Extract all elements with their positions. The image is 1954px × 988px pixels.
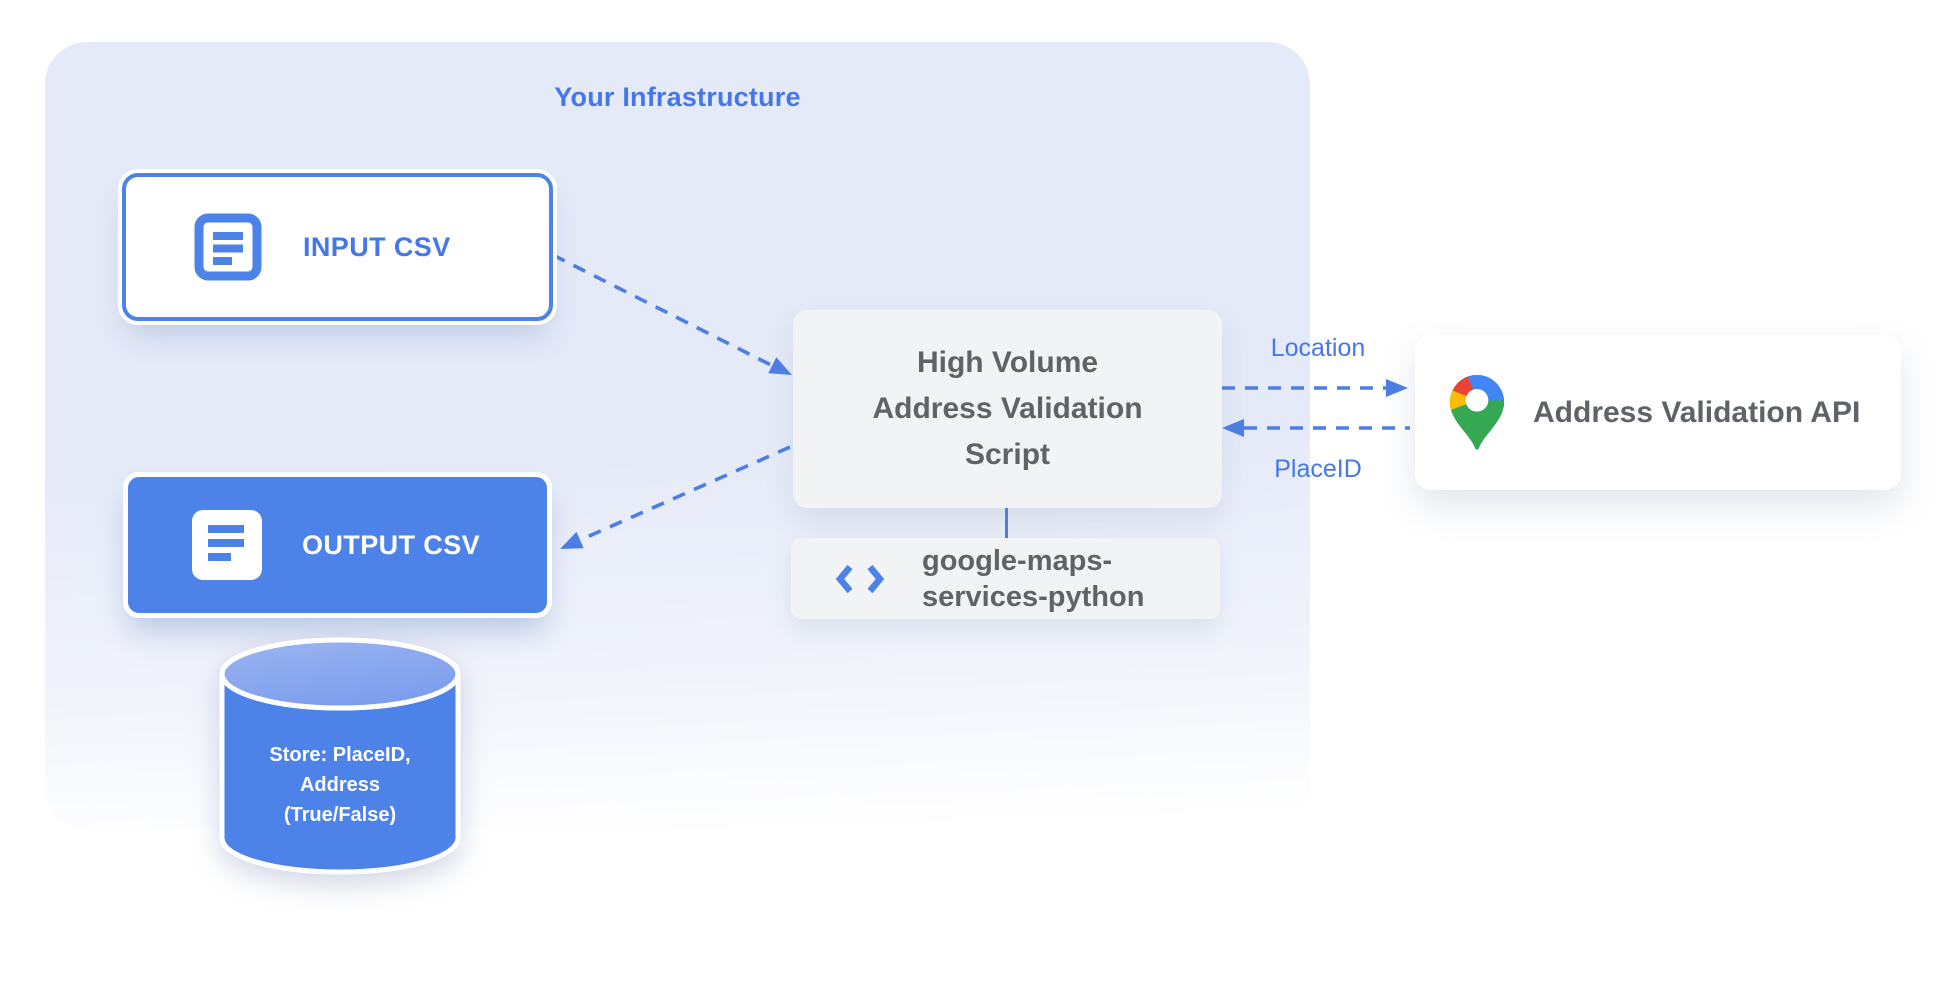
script-label-line: Script bbox=[964, 438, 1051, 471]
datastore-line: Store: PlaceID, bbox=[269, 744, 411, 766]
arrowhead-script-to-api bbox=[1386, 379, 1408, 397]
input-csv-node: INPUT CSV bbox=[122, 173, 553, 321]
edge-label-placeid: PlaceID bbox=[1274, 455, 1362, 483]
input-csv-label: INPUT CSV bbox=[303, 231, 451, 262]
database-cylinder-icon bbox=[219, 637, 461, 875]
document-icon bbox=[192, 510, 262, 580]
datastore-line: Address bbox=[299, 774, 381, 796]
api-label: Address Validation API bbox=[1533, 395, 1861, 429]
datastore-line: (True/False) bbox=[283, 804, 397, 826]
edge-label-location: Location bbox=[1270, 334, 1366, 362]
library-label: google-maps- services-python bbox=[922, 543, 1144, 615]
document-icon bbox=[194, 213, 262, 281]
library-label-line: services-python bbox=[922, 580, 1145, 613]
container-title: Your Infrastructure bbox=[554, 82, 801, 112]
google-maps-pin-icon bbox=[1449, 374, 1505, 450]
library-node: google-maps- services-python bbox=[791, 538, 1220, 619]
script-label-line: High Volume bbox=[916, 346, 1099, 379]
output-csv-label: OUTPUT CSV bbox=[302, 529, 481, 560]
code-icon bbox=[835, 564, 885, 593]
script-label-line: Address Validation bbox=[872, 392, 1143, 425]
datastore-label: Store: PlaceID, Address (True/False) bbox=[214, 740, 466, 830]
output-csv-node: OUTPUT CSV bbox=[123, 472, 552, 618]
api-node: Address Validation API bbox=[1415, 335, 1901, 490]
library-label-line: google-maps- bbox=[922, 544, 1113, 577]
script-node: High Volume Address Validation Script bbox=[793, 310, 1222, 508]
